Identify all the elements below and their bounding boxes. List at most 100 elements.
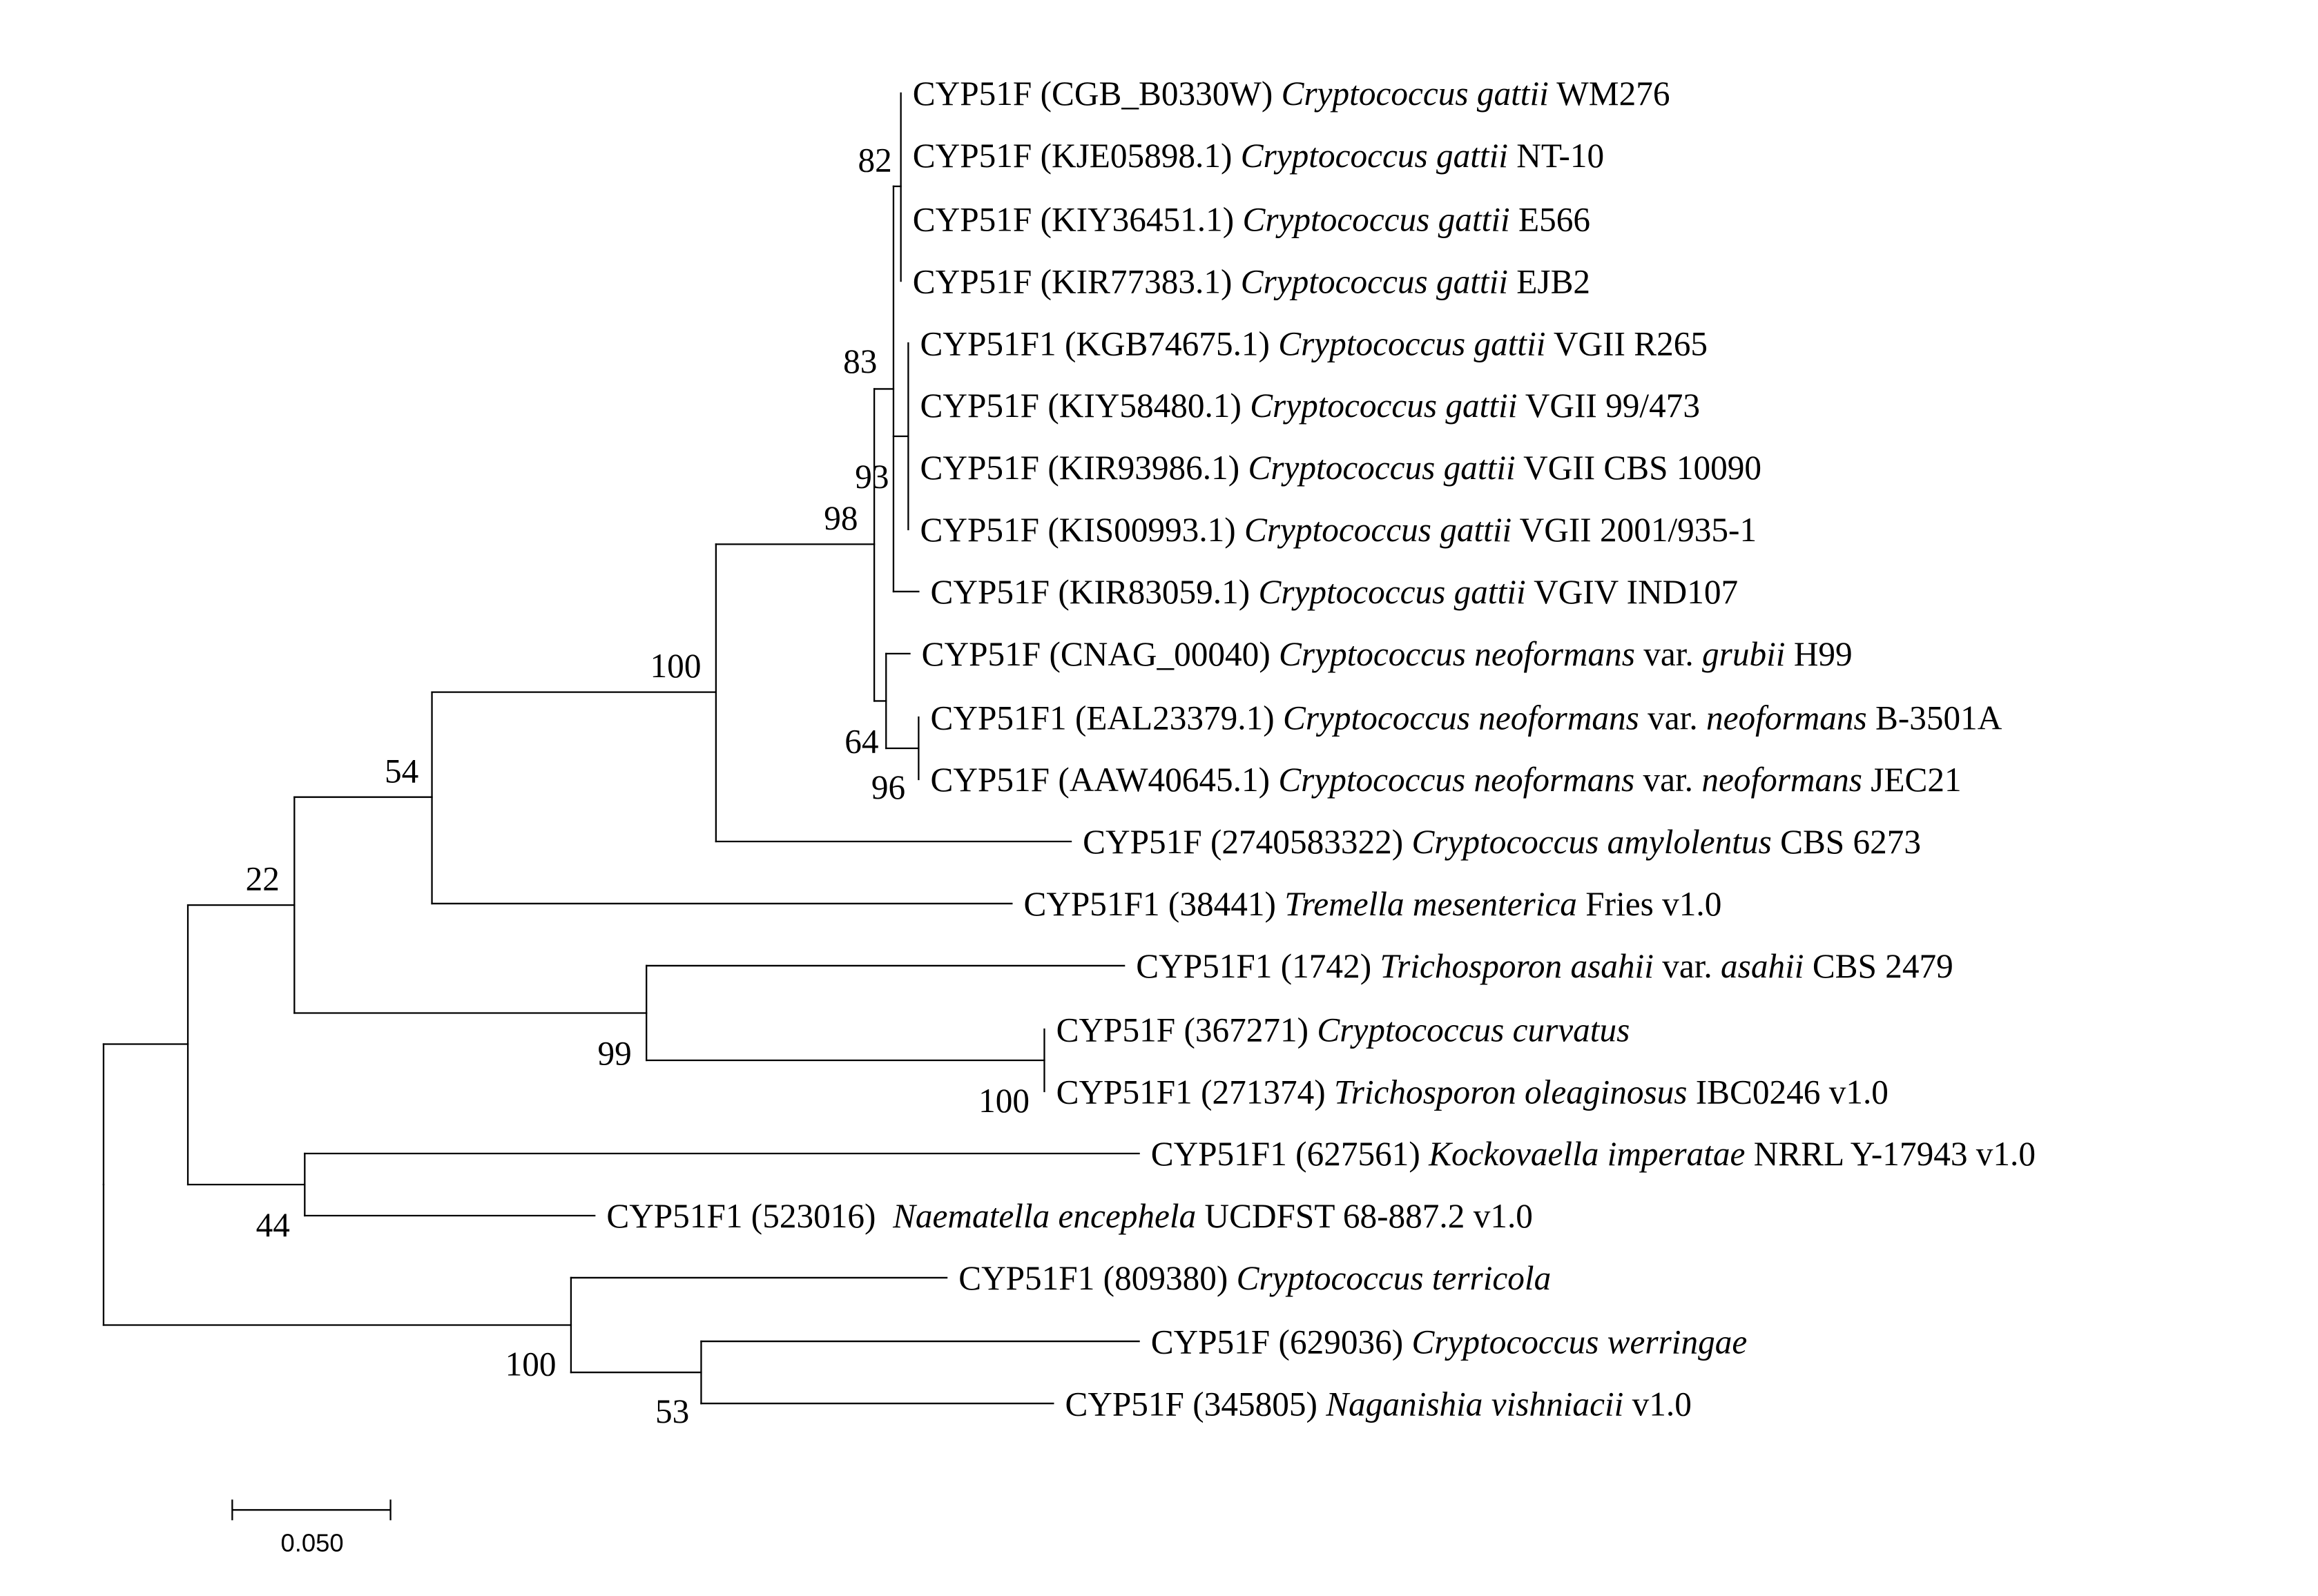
- tip-paren: (: [1175, 1011, 1195, 1049]
- tip-gene: CYP51F: [920, 449, 1040, 487]
- tip-paren: ): [1360, 947, 1380, 985]
- tip-strain: var.: [1634, 761, 1701, 799]
- bootstrap-value: 53: [655, 1392, 689, 1430]
- tip-accession: 1742: [1292, 947, 1360, 985]
- tip-paren: ): [1239, 573, 1259, 611]
- tip-accession: 627561: [1307, 1135, 1409, 1173]
- tip-accession: KIS00993.1: [1059, 511, 1225, 549]
- tip-paren: (: [742, 1197, 762, 1235]
- tip-label: CYP51F1 (1742) Trichosporon asahii var. …: [1136, 947, 1953, 985]
- tip-accession: 629036: [1290, 1323, 1392, 1361]
- tip-species-italic: Naematella encephela: [892, 1197, 1196, 1235]
- tip-accession: AAW40645.1: [1070, 761, 1259, 799]
- tip-strain: VGII 99/473: [1517, 387, 1700, 425]
- tip-gene: CYP51F: [1083, 823, 1202, 861]
- tip-strain: Fries v1.0: [1577, 885, 1721, 923]
- tip-paren: ): [1259, 635, 1279, 673]
- tip-strain: IBC0246 v1.0: [1687, 1073, 1889, 1111]
- tip-paren: (: [1272, 947, 1292, 985]
- tip-accession: 271374: [1212, 1073, 1314, 1111]
- tip-accession: CNAG_00040: [1061, 635, 1259, 673]
- scale-bar: 0.050: [231, 1499, 392, 1557]
- tip-gene: CYP51F: [1151, 1323, 1271, 1361]
- tip-paren: (: [1032, 262, 1052, 300]
- tip-paren: ): [1259, 324, 1279, 362]
- tip-label: CYP51F1 (809380) Cryptococcus terricola: [958, 1259, 1551, 1297]
- tip-paren: ): [1314, 1073, 1334, 1111]
- tip-paren: ): [1259, 761, 1279, 799]
- tip-species-italic: Cryptococcus gattii: [1258, 573, 1525, 611]
- tip-strain: WM276: [1549, 75, 1670, 113]
- tip-label: CYP51F (KIR77383.1) Cryptococcus gattii …: [913, 262, 1590, 300]
- tip-species-italic: Cryptococcus gattii: [1244, 511, 1511, 549]
- tip-paren: (: [1041, 635, 1061, 673]
- tip-accession: 809380: [1114, 1259, 1217, 1297]
- tip-gene: CYP51F: [913, 75, 1032, 113]
- tip-strain: var.: [1639, 699, 1706, 737]
- tip-paren: ): [1392, 1323, 1412, 1361]
- tip-paren: ): [1217, 1259, 1237, 1297]
- tip-paren: (: [1160, 885, 1180, 923]
- tip-strain: EJB2: [1508, 262, 1590, 300]
- tip-paren: ): [865, 1197, 893, 1235]
- tip-label: CYP51F (KIY36451.1) Cryptococcus gattii …: [913, 200, 1590, 238]
- tip-species-italic: Cryptococcus gattii: [1248, 449, 1515, 487]
- tip-accession: KGB74675.1: [1076, 324, 1258, 362]
- tip-paren: (: [1050, 573, 1070, 611]
- tip-accession: KIY36451.1: [1052, 200, 1223, 238]
- tip-species-italic: Cryptococcus werringae: [1411, 1323, 1747, 1361]
- bootstrap-value: 82: [858, 142, 892, 179]
- tip-label: CYP51F (2740583322) Cryptococcus amylole…: [1083, 823, 1921, 861]
- bootstrap-value: 54: [385, 752, 418, 790]
- tip-paren: (: [1032, 200, 1052, 238]
- tip-species-italic: Cryptococcus gattii: [1278, 324, 1545, 362]
- tip-species-italic: Tremella mesenterica: [1284, 885, 1577, 923]
- bootstrap-value: 83: [843, 342, 877, 380]
- tip-gene: CYP51F: [931, 573, 1050, 611]
- tip-paren: (: [1039, 449, 1059, 487]
- tip-paren: ): [1230, 387, 1250, 425]
- tip-species-italic: Trichosporon asahii: [1380, 947, 1653, 985]
- tip-species-italic: Cryptococcus gattii: [1241, 262, 1508, 300]
- tip-accession: KIY58480.1: [1059, 387, 1230, 425]
- tip-species-italic: Naganishia vishniacii: [1325, 1385, 1623, 1423]
- tip-label: CYP51F (KIS00993.1) Cryptococcus gattii …: [920, 511, 1757, 549]
- tip-paren: (: [1032, 137, 1052, 175]
- tip-label: CYP51F (629036) Cryptococcus werringae: [1151, 1323, 1748, 1361]
- tip-paren: ): [1223, 200, 1243, 238]
- tip-strain: B-3501A: [1867, 699, 2002, 737]
- tip-strain: VGII R265: [1546, 324, 1708, 362]
- tip-gene: CYP51F1: [1023, 885, 1159, 923]
- tip-paren: (: [1202, 823, 1222, 861]
- tip-accession: EAL23379.1: [1086, 699, 1263, 737]
- bootstrap-value: 98: [824, 499, 858, 537]
- tip-paren: (: [1192, 1073, 1213, 1111]
- bootstrap-value: 22: [246, 860, 280, 898]
- tip-paren: ): [1221, 262, 1241, 300]
- tip-gene: CYP51F: [922, 635, 1041, 673]
- tip-species-italic: Cryptococcus gattii: [1282, 75, 1549, 113]
- tip-accession: CGB_B0330W: [1052, 75, 1262, 113]
- tip-strain: NT-10: [1508, 137, 1604, 175]
- tip-paren: (: [1039, 387, 1059, 425]
- tip-label: CYP51F (367271) Cryptococcus curvatus: [1056, 1011, 1630, 1049]
- tip-gene: CYP51F1: [958, 1259, 1094, 1297]
- tip-paren: ): [1297, 1011, 1317, 1049]
- tip-gene: CYP51F: [920, 511, 1040, 549]
- bootstrap-value: 44: [256, 1206, 290, 1244]
- tip-strain: var.: [1654, 947, 1721, 985]
- tip-gene: CYP51F: [920, 387, 1040, 425]
- tip-paren: (: [1287, 1135, 1307, 1173]
- tip-gene: CYP51F: [1065, 1385, 1184, 1423]
- tip-accession: 345805: [1204, 1385, 1306, 1423]
- tip-gene: CYP51F1: [1136, 947, 1272, 985]
- tip-paren: ): [1262, 75, 1282, 113]
- tip-label: CYP51F (345805) Naganishia vishniacii v1…: [1065, 1385, 1691, 1423]
- tip-strain: VGII CBS 10090: [1516, 449, 1761, 487]
- bootstrap-value: 100: [650, 647, 702, 685]
- tip-label: CYP51F (CGB_B0330W) Cryptococcus gattii …: [913, 75, 1670, 113]
- tip-label: CYP51F1 (271374) Trichosporon oleaginosu…: [1056, 1073, 1889, 1111]
